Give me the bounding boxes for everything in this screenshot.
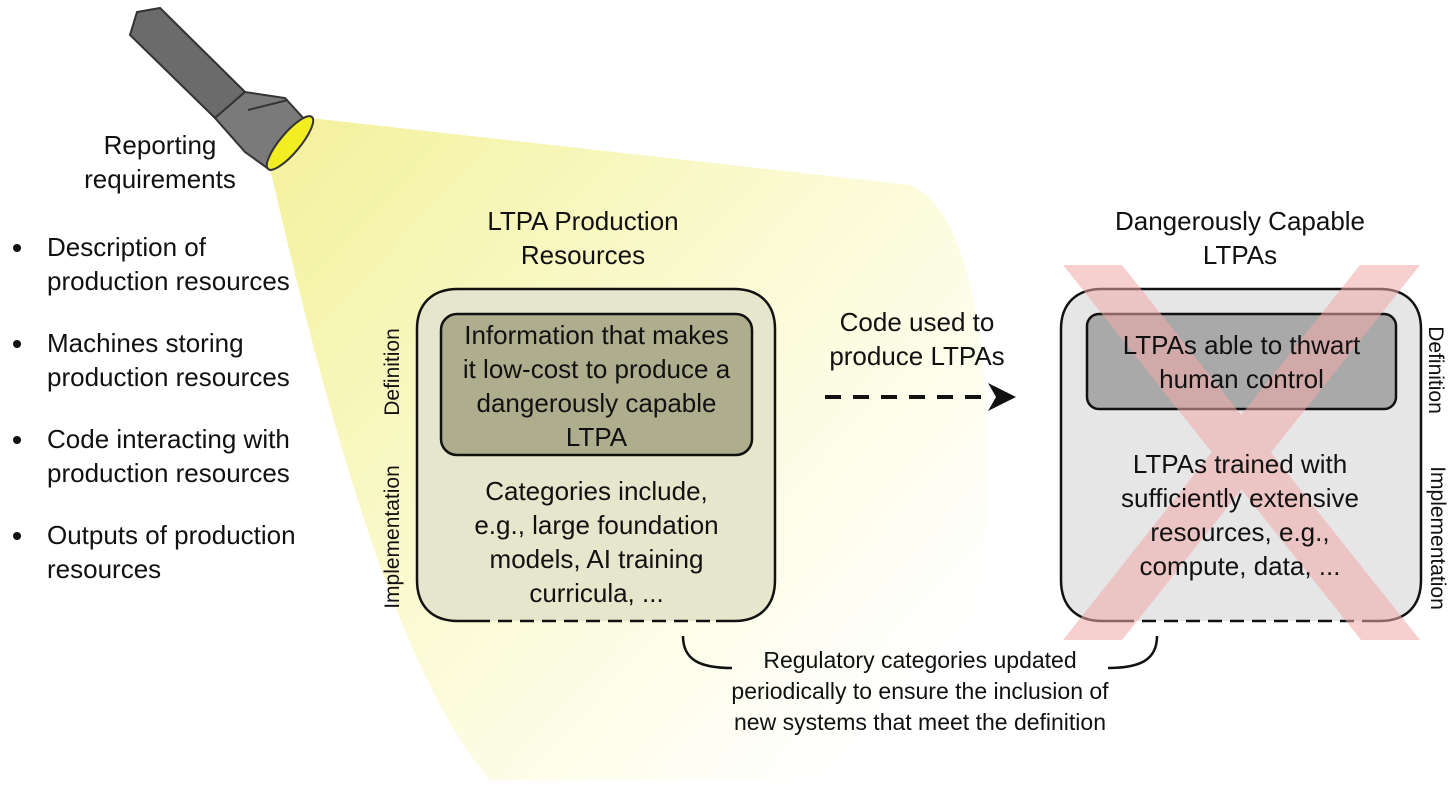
production-implementation-text: Categories include, e.g., large foundati… <box>441 474 752 610</box>
list-item: Code interacting with production resourc… <box>10 422 296 490</box>
list-item-line: production resources <box>47 458 290 488</box>
production-title: LTPA Production Resources <box>433 204 733 272</box>
arrow-label-line: produce LTPAs <box>829 341 1005 371</box>
list-item-line: production resources <box>47 362 290 392</box>
reporting-title: Reporting requirements <box>60 128 260 196</box>
list-item-line: resources <box>47 554 162 584</box>
arrow <box>825 383 1016 411</box>
list-item-line: Outputs of production <box>47 520 296 550</box>
capable-definition-line: human control <box>1159 364 1324 394</box>
capable-definition-line: LTPAs able to thwart <box>1122 330 1361 360</box>
production-definition-line: LTPA <box>565 422 628 452</box>
reporting-title-line: requirements <box>84 164 236 194</box>
production-implementation-label: Implementation <box>381 465 404 609</box>
capable-implementation-label: Implementation <box>1426 466 1449 610</box>
list-item-line: Code interacting with <box>47 424 290 454</box>
footnote-line: Regulatory categories updated <box>763 647 1077 673</box>
production-implementation-line: curricula, ... <box>529 578 664 608</box>
capable-title-line: LTPAs <box>1202 240 1278 270</box>
arrow-label-line: Code used to <box>839 307 995 337</box>
list-item-line: Description of <box>47 232 206 262</box>
list-item: Outputs of production resources <box>10 518 296 586</box>
footnote: Regulatory categories updated periodical… <box>690 645 1150 738</box>
production-implementation-line: models, AI training <box>489 544 704 574</box>
production-implementation-line: e.g., large foundation <box>474 510 719 540</box>
capable-definition-text: LTPAs able to thwart human control <box>1087 328 1396 396</box>
production-definition-line: dangerously capable <box>476 388 717 418</box>
list-item-line: Machines storing <box>47 328 244 358</box>
capable-implementation-line: resources, e.g., <box>1150 517 1330 547</box>
cross-mark <box>1063 265 1420 640</box>
capable-implementation-line: LTPAs trained with <box>1132 449 1348 479</box>
arrow-label: Code used to produce LTPAs <box>812 305 1022 373</box>
production-definition-box <box>439 312 754 457</box>
production-implementation-line: Categories include, <box>485 476 708 506</box>
reporting-title-line: Reporting <box>103 130 217 160</box>
production-definition-line: it low-cost to produce a <box>462 354 731 384</box>
capable-implementation-line: compute, data, ... <box>1139 551 1341 581</box>
production-title-line: Resources <box>520 240 646 270</box>
capable-implementation-line: sufficiently extensive <box>1121 483 1359 513</box>
capable-title: Dangerously Capable LTPAs <box>1080 204 1400 272</box>
capable-definition-label: Definition <box>1424 326 1447 414</box>
production-definition-label: Definition <box>381 328 404 416</box>
brace-right <box>1107 635 1159 670</box>
reporting-list: Description of production resources Mach… <box>10 230 296 614</box>
footnote-line: periodically to ensure the inclusion of <box>731 678 1109 704</box>
production-title-line: LTPA Production <box>487 206 679 236</box>
production-definition-text: Information that makes it low-cost to pr… <box>441 318 752 454</box>
capable-implementation-text: LTPAs trained with sufficiently extensiv… <box>1075 447 1405 583</box>
list-item: Description of production resources <box>10 230 296 298</box>
brace-left <box>681 635 733 670</box>
production-definition-line: Information that makes <box>464 320 729 350</box>
flashlight-icon <box>128 6 315 172</box>
capable-title-line: Dangerously Capable <box>1114 206 1366 236</box>
footnote-line: new systems that meet the definition <box>733 709 1107 735</box>
list-item-line: production resources <box>47 266 290 296</box>
list-item: Machines storing production resources <box>10 326 296 394</box>
production-box <box>415 287 777 623</box>
